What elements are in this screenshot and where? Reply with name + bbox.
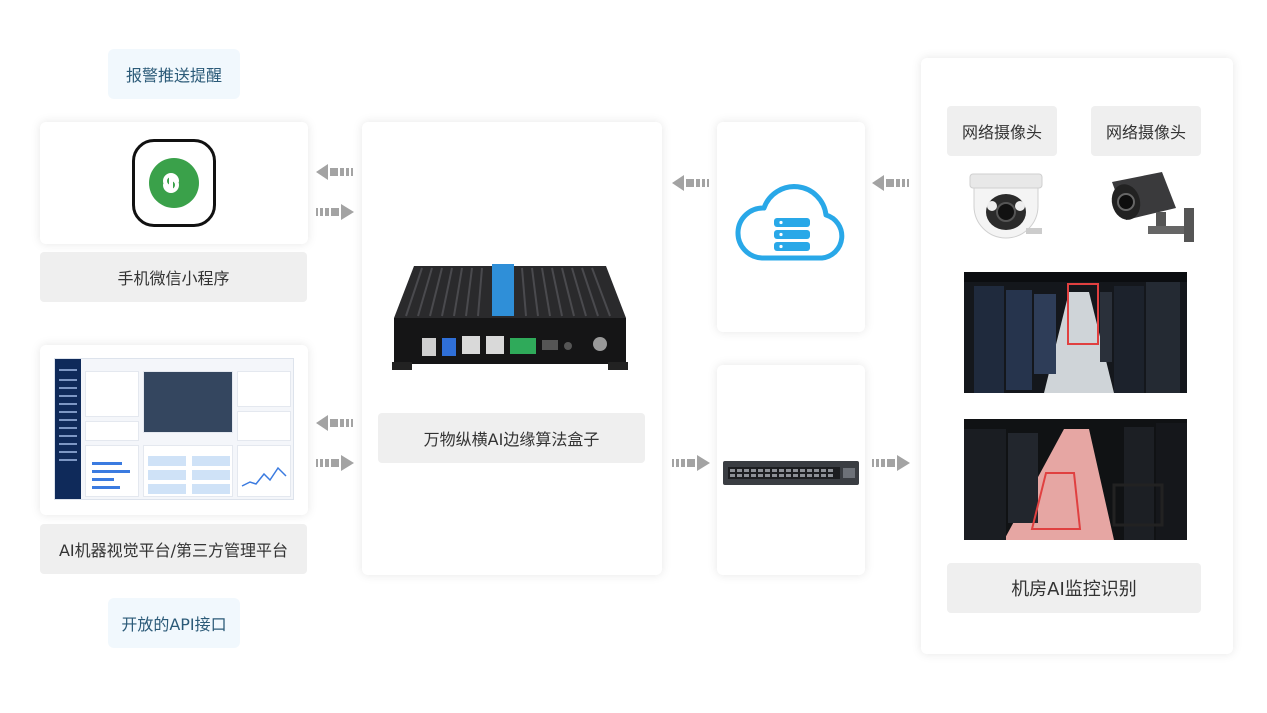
server-room-photo-1 xyxy=(964,272,1187,393)
cloud-server-icon xyxy=(735,184,845,261)
server-room-monitor-label: 机房AI监控识别 xyxy=(947,563,1201,613)
arrow-left-icon xyxy=(316,164,353,180)
arrow-right-icon xyxy=(672,455,710,471)
arrow-right-icon xyxy=(316,204,354,220)
open-api-tag: 开放的API接口 xyxy=(108,598,240,648)
arrow-right-icon xyxy=(316,455,354,471)
server-room-photo-2 xyxy=(964,419,1187,540)
wechat-miniprogram-label: 手机微信小程序 xyxy=(40,252,307,302)
edge-box-label: 万物纵横AI边缘算法盒子 xyxy=(378,413,645,463)
camera-1-label: 网络摄像头 xyxy=(947,106,1057,156)
vision-platform-label: AI机器视觉平台/第三方管理平台 xyxy=(40,524,307,574)
bullet-camera-image xyxy=(1111,172,1194,242)
alarm-push-tag: 报警推送提醒 xyxy=(108,49,240,99)
wechat-miniprogram-icon xyxy=(132,139,216,227)
camera-2-label: 网络摄像头 xyxy=(1091,106,1201,156)
arrow-right-icon xyxy=(872,455,910,471)
arrow-left-icon xyxy=(316,415,353,431)
dome-camera-image xyxy=(969,173,1043,239)
edge-computing-box-image xyxy=(392,264,628,370)
arrow-left-icon xyxy=(872,175,909,191)
network-switch-image xyxy=(723,461,859,485)
platform-dashboard-screenshot xyxy=(54,358,294,500)
arrow-left-icon xyxy=(672,175,709,191)
